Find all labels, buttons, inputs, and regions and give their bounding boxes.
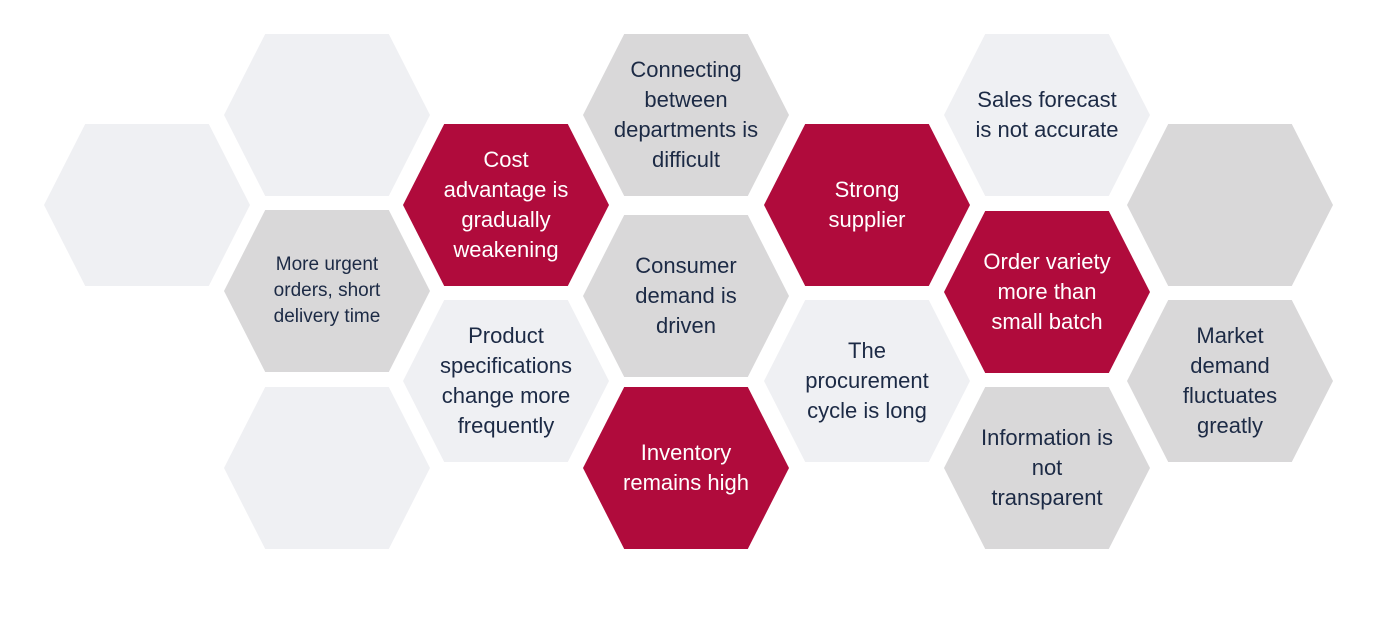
hexagon-product-specifications: Product specifications change more frequ… — [403, 300, 609, 462]
hexagon-label: Consumer demand is driven — [635, 253, 737, 338]
hexagon-sales-forecast: Sales forecast is not accurate — [944, 34, 1150, 196]
hexagon-procurement-cycle: The procurement cycle is long — [764, 300, 970, 462]
hexagon-cost-advantage: Cost advantage is gradually weakening — [403, 124, 609, 286]
hexagon-label: Strong supplier — [828, 177, 906, 232]
hexagon-more-urgent-orders: More urgent orders, short delivery time — [224, 210, 430, 372]
hexagon-order-variety: Order variety more than small batch — [944, 211, 1150, 373]
hexagon-market-demand: Market demand fluctuates greatly — [1127, 300, 1333, 462]
hexagon-empty — [44, 124, 250, 286]
hexagon-empty — [224, 387, 430, 549]
hexagon-label: Sales forecast is not accurate — [975, 87, 1119, 142]
hexagon-label: The procurement cycle is long — [805, 338, 929, 423]
hexagon-consumer-demand: Consumer demand is driven — [583, 215, 789, 377]
hexagon-label: Order variety more than small batch — [983, 249, 1111, 334]
hexagon-label: Inventory remains high — [623, 440, 749, 495]
hexagon-empty — [1127, 124, 1333, 286]
hexagon-label: Product specifications change more frequ… — [439, 323, 573, 438]
hexagon-information-transparent: Information is not transparent — [944, 387, 1150, 549]
hexagon-inventory-high: Inventory remains high — [583, 387, 789, 549]
hexagon-label: Cost advantage is gradually weakening — [443, 147, 569, 262]
hexagon-empty — [224, 34, 430, 196]
hexagon-label: More urgent orders, short delivery time — [273, 254, 381, 327]
hexagon-connecting-departments: Connecting between departments is diffic… — [583, 34, 789, 196]
hexagon-label: Connecting between departments is diffic… — [613, 57, 759, 172]
hexagon-strong-supplier: Strong supplier — [764, 124, 970, 286]
hexagon-label: Information is not transparent — [980, 425, 1114, 510]
hexagon-label: Market demand fluctuates greatly — [1182, 323, 1278, 438]
